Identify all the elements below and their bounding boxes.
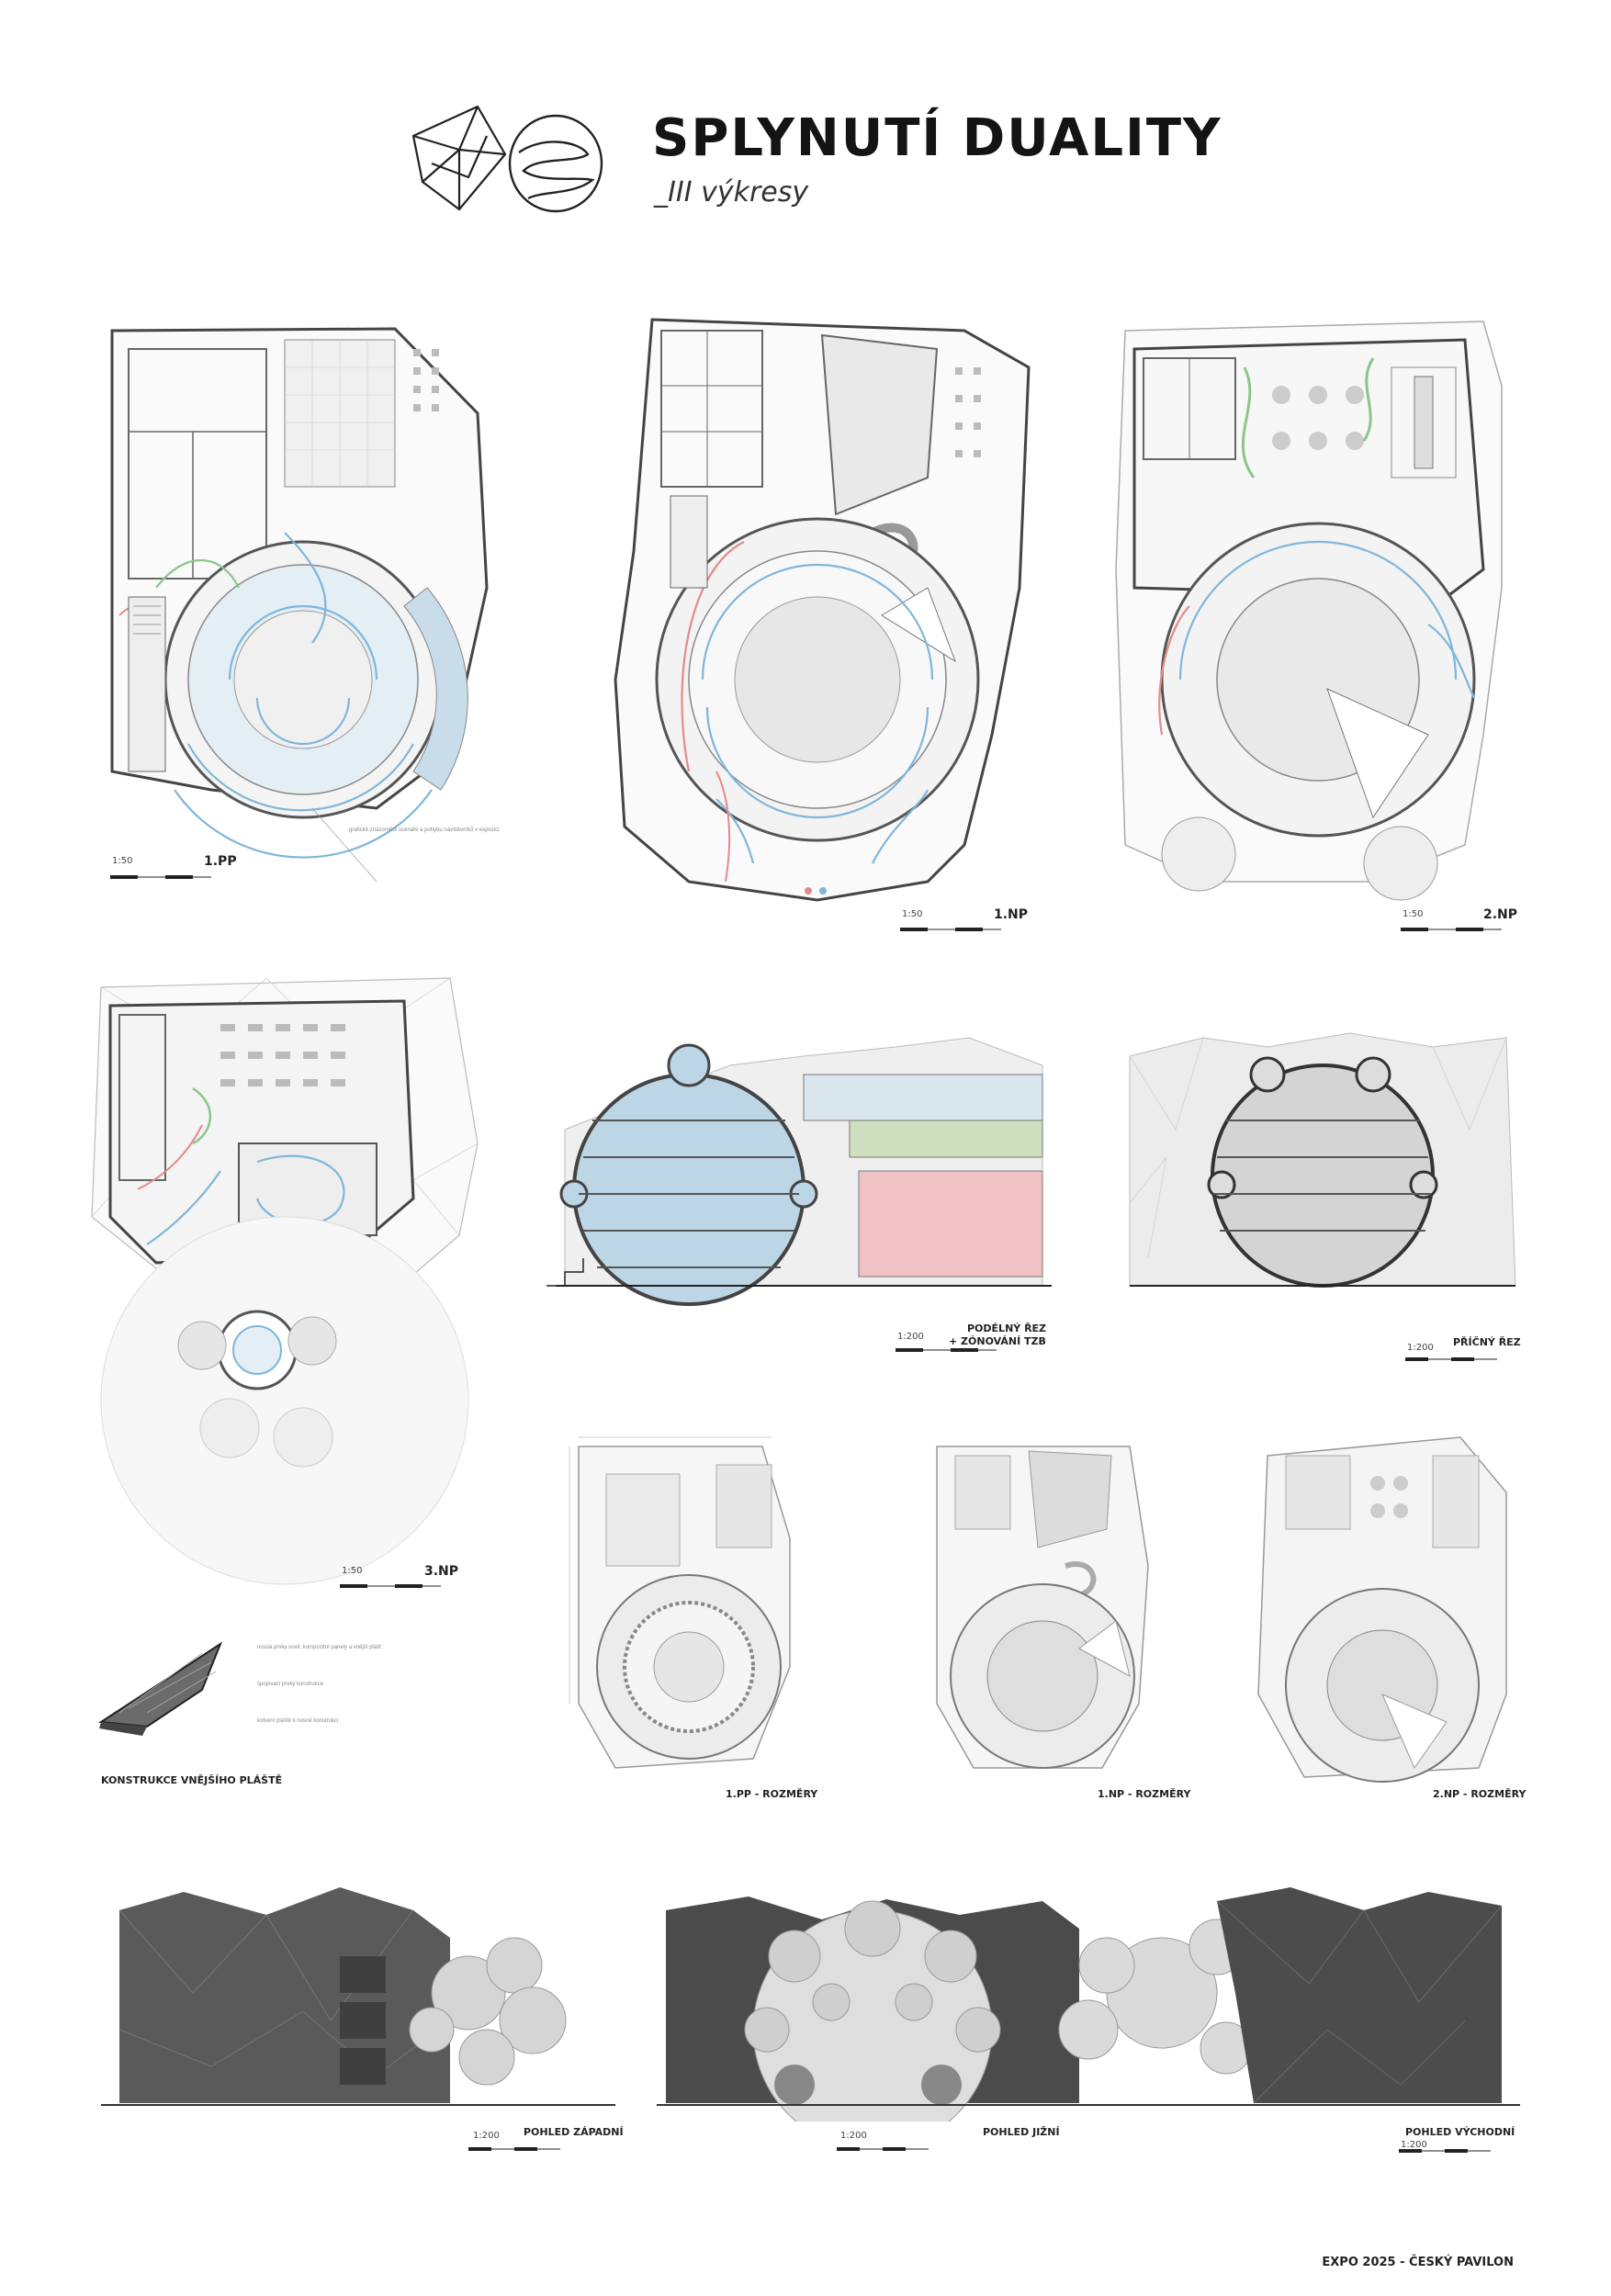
section-longitudinal: PODÉLNÝ ŘEZ + ZÓNOVÁNÍ TZB 1:200: [546, 1010, 1061, 1368]
dimension-plan-2np: 2.NP - ROZMĚRY: [1249, 1419, 1526, 1805]
label-dimensions-2np: 2.NP - ROZMĚRY: [1433, 1788, 1527, 1800]
scale-longitudinal: 1:200: [897, 1332, 924, 1342]
elevation-south: POHLED JIŽNÍ 1:200: [657, 1892, 1088, 2158]
scale-cross: 1:200: [1407, 1343, 1434, 1353]
plan-1pp: grafické znázornění scénáře a pohybu náv…: [101, 312, 524, 909]
section-cross: PŘÍČNÝ ŘEZ 1:200: [1121, 1019, 1525, 1368]
label-longitudinal-line1: PODÉLNÝ ŘEZ: [967, 1322, 1047, 1334]
label-elevation-east: POHLED VÝCHODNÍ: [1405, 2126, 1515, 2138]
label-dimensions-1pp: 1.PP - ROZMĚRY: [726, 1788, 818, 1800]
plan-2np: 1:50 2.NP: [1098, 294, 1529, 946]
dimension-plan-1np: 1.NP - ROZMĚRY: [918, 1428, 1190, 1805]
elevation-east: POHLED VÝCHODNÍ 1:200: [1033, 1883, 1520, 2158]
label-1np: 1.NP: [994, 907, 1029, 922]
label-elevation-south: POHLED JIŽNÍ: [983, 2126, 1060, 2138]
page-subtitle: _III výkresy: [654, 176, 809, 208]
scale-3np: 1:50: [342, 1566, 363, 1576]
footer-label: EXPO 2025 - ČESKÝ PAVILON: [1322, 2256, 1514, 2269]
label-elevation-west: POHLED ZÁPADNÍ: [524, 2126, 624, 2138]
scale-1pp: 1:50: [112, 856, 133, 866]
scale-2np: 1:50: [1403, 909, 1424, 919]
label-dimensions-1np: 1.NP - ROZMĚRY: [1098, 1788, 1191, 1800]
label-construction: KONSTRUKCE VNĚJŠÍHO PLÁŠTĚ: [101, 1774, 283, 1786]
scale-elevation-south: 1:200: [840, 2131, 867, 2141]
label-1pp: 1.PP: [204, 854, 237, 869]
label-2np: 2.NP: [1483, 907, 1518, 922]
construction-detail: nosná prvky oceli; kompozitní panely a v…: [98, 1641, 382, 1786]
elevation-west: POHLED ZÁPADNÍ 1:200: [101, 1883, 624, 2158]
scale-elevation-west: 1:200: [473, 2131, 500, 2141]
plan-1np: 1:50 1.NP: [597, 312, 1038, 946]
label-longitudinal-line2: + ZÓNOVÁNÍ TZB: [949, 1335, 1046, 1347]
scale-elevation-east: 1:200: [1401, 2140, 1427, 2150]
logo: [404, 99, 606, 219]
plan-3np: 1:50 3.NP: [83, 960, 487, 1593]
label-cross: PŘÍČNÝ ŘEZ: [1453, 1336, 1521, 1348]
label-3np: 3.NP: [424, 1564, 459, 1579]
scale-1np: 1:50: [902, 909, 923, 919]
dimension-plan-1pp: 1.PP - ROZMĚRY: [560, 1428, 817, 1805]
page-title: SPLYNUTÍ DUALITY: [652, 108, 1222, 168]
